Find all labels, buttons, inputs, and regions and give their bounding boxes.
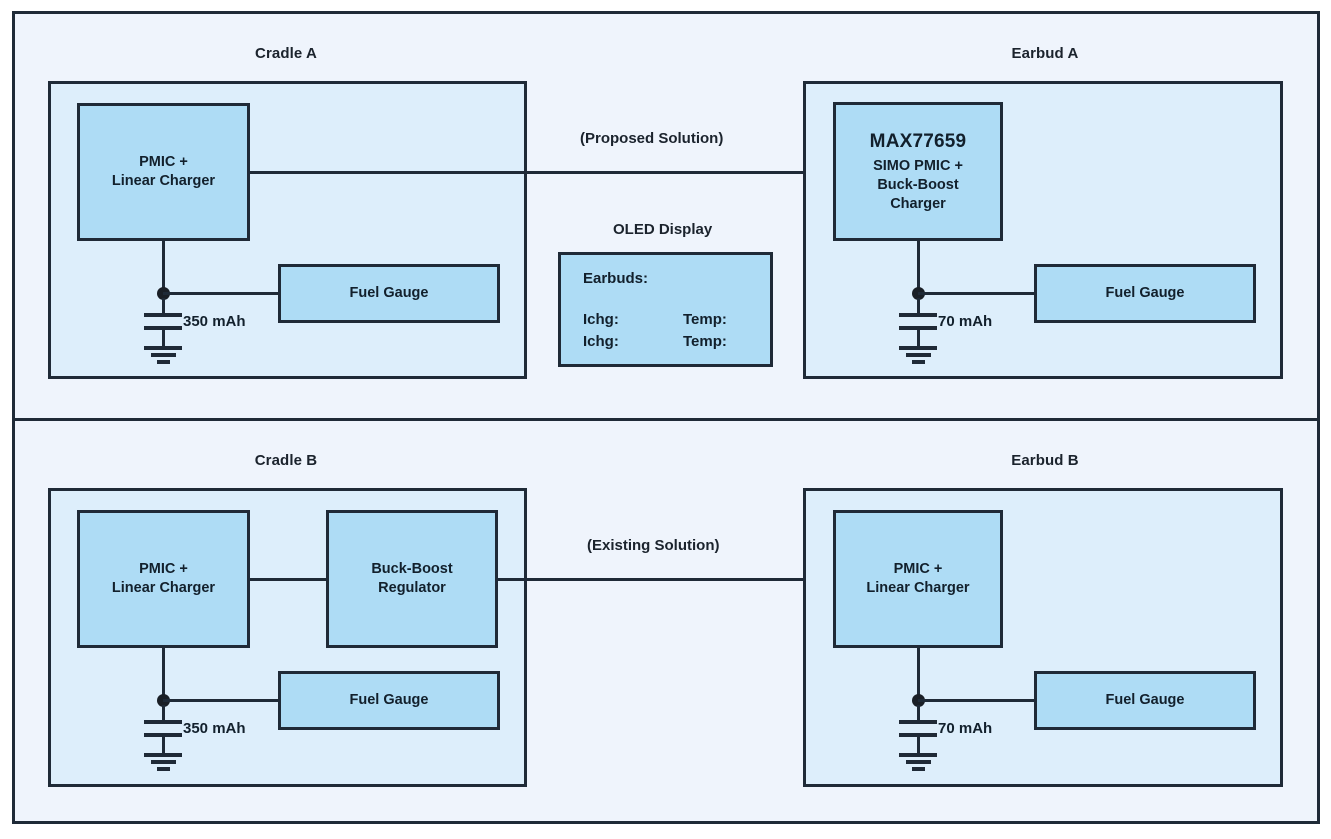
wire-earbud-a-node-to-fuel-gauge [918, 292, 1036, 295]
wire-cradle-b-pmic-to-regulator [250, 578, 329, 581]
battery-plate-bottom-cradle-b [144, 733, 182, 737]
battery-plate-top-cradle-b [144, 720, 182, 724]
wire-earbud-a-cap-to-ground [917, 330, 920, 346]
battery-plate-bottom-earbud-a [899, 326, 937, 330]
ground-bar-1-earbud-a [899, 346, 937, 350]
block-earbud-b-fuel-gauge-label: Fuel Gauge [1105, 691, 1185, 708]
wire-earbud-b-cap-to-ground [917, 737, 920, 753]
ground-bar-2-earbud-a [906, 353, 931, 357]
wire-earbud-b-node-to-cap [917, 705, 920, 720]
ground-bar-3-cradle-a [157, 360, 170, 364]
wire-earbud-b-pmic-to-battery [917, 648, 920, 704]
ground-bar-1-earbud-b [899, 753, 937, 757]
wire-cradle-a-node-to-fuel-gauge [163, 292, 281, 295]
oled-row-1-ichg: Ichg: [583, 333, 619, 350]
block-earbud-a-max77659[interactable]: MAX77659 SIMO PMIC + Buck-Boost Charger [833, 102, 1003, 241]
label-existing-solution: (Existing Solution) [587, 537, 720, 554]
block-cradle-b-buck-boost-regulator[interactable]: Buck-Boost Regulator [326, 510, 498, 648]
block-earbud-a-line3: Charger [890, 196, 946, 213]
block-earbud-b-pmic-line1: PMIC + [893, 560, 943, 577]
section-title-cradle-a: Cradle A [255, 45, 317, 62]
oled-row-1-temp: Temp: [683, 333, 727, 350]
block-cradle-a-fuel-gauge-label: Fuel Gauge [349, 284, 429, 301]
wire-cradle-a-node-to-cap [162, 298, 165, 313]
wire-earbud-b-node-to-fuel-gauge [918, 699, 1036, 702]
block-earbud-a-part-number: MAX77659 [869, 130, 967, 152]
ground-bar-3-cradle-b [157, 767, 170, 771]
section-title-cradle-b: Cradle B [254, 452, 318, 469]
battery-capacity-cradle-b: 350 mAh [183, 720, 246, 737]
section-title-earbud-b: Earbud B [1011, 452, 1079, 469]
label-proposed-solution: (Proposed Solution) [580, 130, 724, 147]
block-cradle-a-fuel-gauge[interactable]: Fuel Gauge [278, 264, 500, 323]
battery-capacity-earbud-b: 70 mAh [938, 720, 993, 737]
oled-row-0-ichg: Ichg: [583, 311, 619, 328]
block-earbud-b-pmic[interactable]: PMIC + Linear Charger [833, 510, 1003, 648]
wire-cradle-b-node-to-fuel-gauge [163, 699, 281, 702]
block-earbud-b-pmic-line2: Linear Charger [866, 580, 970, 596]
ground-bar-1-cradle-b [144, 753, 182, 757]
block-cradle-a-pmic-line2: Linear Charger [111, 173, 216, 189]
wire-cradle-a-cap-to-ground [162, 330, 165, 346]
ground-bar-2-earbud-b [906, 760, 931, 764]
ground-bar-3-earbud-b [912, 767, 925, 771]
block-cradle-b-fuel-gauge-label: Fuel Gauge [349, 691, 429, 708]
ground-bar-1-cradle-a [144, 346, 182, 350]
block-earbud-a-line1: SIMO PMIC + [873, 157, 963, 174]
oled-header: Earbuds: [583, 270, 649, 287]
wire-cradle-a-pmic-to-battery [162, 241, 165, 297]
wire-cradle-b-pmic-to-battery [162, 648, 165, 704]
ground-bar-2-cradle-a [151, 353, 176, 357]
wire-cradle-a-to-earbud-a [250, 171, 820, 174]
battery-plate-top-cradle-a [144, 313, 182, 317]
block-cradle-b-regulator-line1: Buck-Boost [371, 560, 453, 577]
block-cradle-b-regulator-line2: Regulator [378, 580, 446, 596]
wire-earbud-a-node-to-cap [917, 298, 920, 313]
block-cradle-a-pmic-line1: PMIC + [139, 153, 188, 170]
ground-bar-3-earbud-a [912, 360, 925, 364]
battery-plate-top-earbud-a [899, 313, 937, 317]
battery-plate-bottom-earbud-b [899, 733, 937, 737]
wire-cradle-b-cap-to-ground [162, 737, 165, 753]
block-earbud-a-line2: Buck-Boost [877, 176, 959, 193]
section-title-earbud-a: Earbud A [1011, 45, 1079, 62]
wire-cradle-b-node-to-cap [162, 705, 165, 720]
block-cradle-b-pmic-line2: Linear Charger [111, 580, 216, 596]
block-earbud-b-fuel-gauge[interactable]: Fuel Gauge [1034, 671, 1256, 730]
label-oled-display: OLED Display [613, 221, 713, 238]
wire-cradle-b-to-earbud-b [498, 578, 820, 581]
section-divider [12, 418, 1320, 421]
block-earbud-a-fuel-gauge-label: Fuel Gauge [1105, 284, 1185, 301]
ground-bar-2-cradle-b [151, 760, 176, 764]
battery-plate-top-earbud-b [899, 720, 937, 724]
block-cradle-b-fuel-gauge[interactable]: Fuel Gauge [278, 671, 500, 730]
block-cradle-a-pmic[interactable]: PMIC + Linear Charger [77, 103, 250, 241]
wire-earbud-a-pmic-to-battery [917, 241, 920, 297]
battery-plate-bottom-cradle-a [144, 326, 182, 330]
battery-capacity-earbud-a: 70 mAh [938, 313, 993, 330]
oled-display-panel[interactable]: Earbuds: Ichg: Temp: Ichg: Temp: [558, 252, 773, 367]
battery-capacity-cradle-a: 350 mAh [183, 313, 246, 330]
block-cradle-b-pmic[interactable]: PMIC + Linear Charger [77, 510, 250, 648]
block-cradle-b-pmic-line1: PMIC + [139, 560, 188, 577]
block-earbud-a-fuel-gauge[interactable]: Fuel Gauge [1034, 264, 1256, 323]
oled-row-0-temp: Temp: [683, 311, 727, 328]
